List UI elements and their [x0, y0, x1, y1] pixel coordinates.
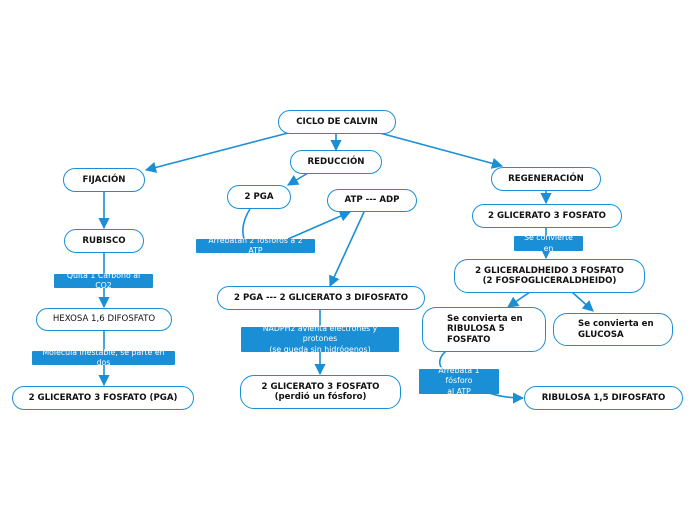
- node-ribulosa-1-5-difosfato[interactable]: RIBULOSA 1,5 DIFOSFATO: [524, 386, 683, 410]
- node-atp-adp[interactable]: ATP --- ADP: [327, 189, 417, 212]
- label-nadph2[interactable]: NADPH2 avienta electrones y protones (se…: [241, 324, 399, 354]
- node-gliceraldheido[interactable]: 2 GLICERALDHEIDO 3 FOSFATO (2 FOSFOGLICE…: [454, 259, 645, 293]
- node-regeneracion[interactable]: REGENERACIÓN: [491, 167, 601, 191]
- node-ribulosa-5-fosfato[interactable]: Se convierta en RIBULOSA 5 FOSFATO: [422, 307, 546, 352]
- node-glicerato-regeneracion[interactable]: 2 GLICERATO 3 FOSFATO: [472, 204, 622, 228]
- connector-ciclo-fijacion: [144, 132, 289, 173]
- connector-atp-pgaglicerato: [329, 211, 365, 288]
- node-ciclo-de-calvin[interactable]: CICLO DE CALVIN: [278, 110, 396, 134]
- node-pga-glicerato-difosfato[interactable]: 2 PGA --- 2 GLICERATO 3 DIFOSFATO: [217, 286, 425, 310]
- node-glicerato-pga-fijacion[interactable]: 2 GLICERATO 3 FOSFATO (PGA): [12, 386, 194, 410]
- label-quita-carbono[interactable]: Quita 1 Carbono al CO2: [54, 271, 153, 290]
- node-2-pga[interactable]: 2 PGA: [227, 185, 291, 209]
- connector-ribulosa5-arrebata: [438, 350, 447, 370]
- node-glicerato-fosfato-perdio[interactable]: 2 GLICERATO 3 FOSFATO (perdió un fósforo…: [240, 375, 401, 409]
- node-fijacion[interactable]: FIJACIÓN: [63, 168, 145, 192]
- node-hexosa[interactable]: HEXOSA 1,6 DIFOSFATO: [36, 308, 172, 331]
- label-arrebatan-fosforos[interactable]: Arrebatan 2 fósforos a 2 ATP: [196, 236, 315, 255]
- label-molecula-inestable[interactable]: Molécula inestable, se parte en dos: [32, 348, 175, 367]
- label-arrebata-fosforo[interactable]: Arrebata 1 fósforo al ATP: [419, 366, 499, 396]
- node-glucosa[interactable]: Se convierta en GLUCOSA: [553, 313, 673, 346]
- connector-ciclo-regeneracion: [379, 132, 504, 169]
- label-se-convierte-en[interactable]: Se convierte en: [514, 233, 583, 253]
- node-reduccion[interactable]: REDUCCIÓN: [290, 150, 382, 174]
- connector-gliceraldheido-glucosa: [571, 291, 594, 312]
- connector-2pga-arrebatan: [242, 208, 251, 240]
- connector-arrebatan-atp: [287, 210, 352, 240]
- connector-gliceraldheido-ribulosa5: [507, 291, 531, 308]
- node-rubisco[interactable]: RUBISCO: [64, 229, 144, 253]
- connector-reduccion-2pga: [287, 172, 309, 186]
